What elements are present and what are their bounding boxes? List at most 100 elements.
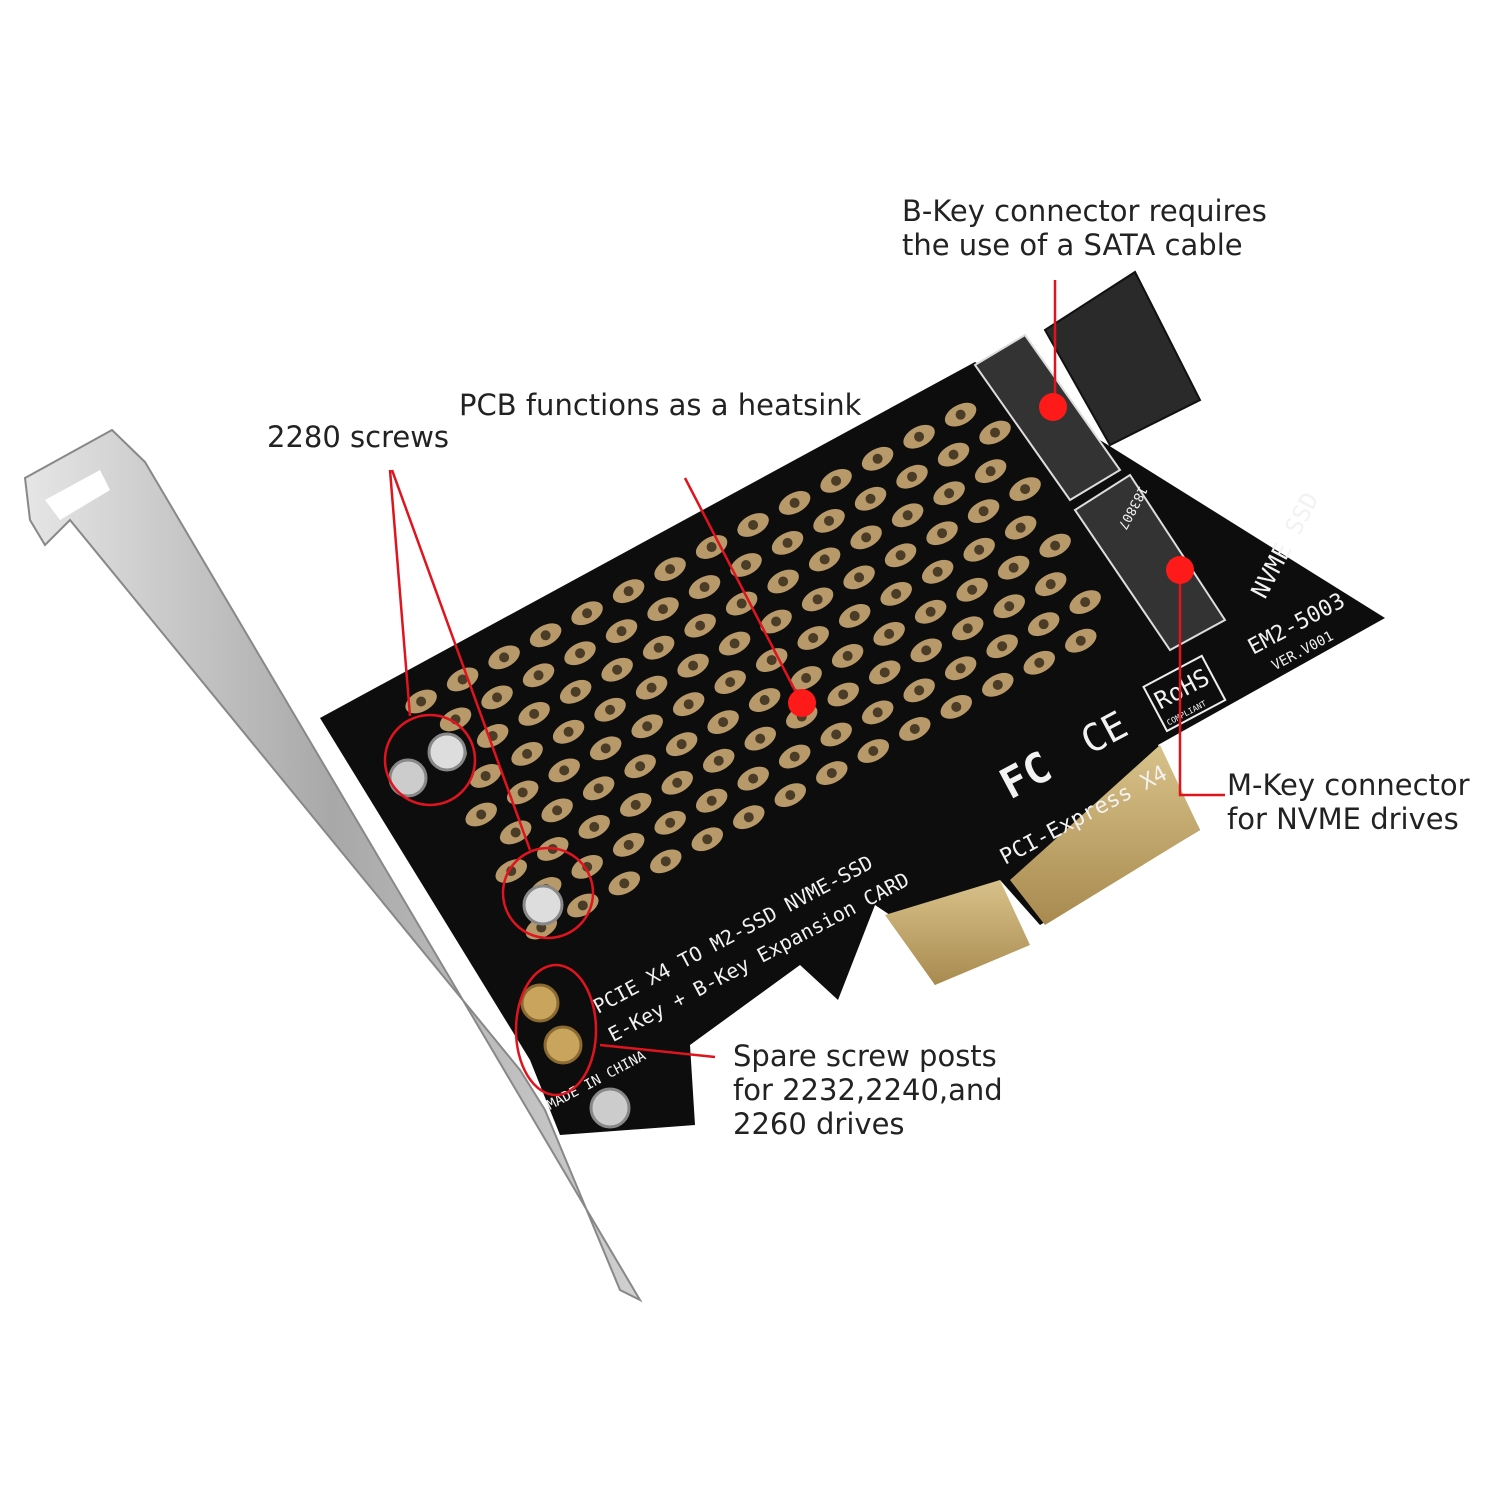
pad-hole xyxy=(759,695,770,706)
pad-hole xyxy=(741,559,752,570)
pad-hole xyxy=(695,620,706,631)
pad-hole xyxy=(718,717,729,728)
pad-hole xyxy=(729,638,740,649)
pad-hole xyxy=(552,805,563,816)
pad-hole xyxy=(582,861,593,872)
pad-hole xyxy=(416,696,427,707)
pad-hole xyxy=(1080,597,1091,608)
pad-hole xyxy=(932,566,943,577)
pad-hole xyxy=(522,748,533,759)
pad-hole xyxy=(997,641,1008,652)
gold-fingers xyxy=(1010,745,1200,925)
pad-hole xyxy=(736,598,747,609)
b-key-marker xyxy=(1039,393,1067,421)
screw xyxy=(589,1087,631,1129)
pad-hole xyxy=(743,812,754,823)
pad-hole xyxy=(713,755,724,766)
pad-hole xyxy=(992,679,1003,690)
pad-hole xyxy=(891,588,902,599)
pad-hole xyxy=(1004,601,1015,612)
pad-hole xyxy=(559,765,570,776)
pad-hole xyxy=(808,632,819,643)
callout-m-key: M-Key connector for NVME drives xyxy=(1227,768,1470,836)
pad-hole xyxy=(861,532,872,543)
pad-hole xyxy=(801,672,812,683)
pad-hole xyxy=(593,783,604,794)
pad-hole xyxy=(619,878,630,889)
pad-hole xyxy=(748,773,759,784)
pad-hole xyxy=(944,488,955,499)
pcb-board xyxy=(320,362,1385,1135)
pad-hole xyxy=(978,506,989,517)
callout-heatsink: PCB functions as a heatsink xyxy=(459,388,862,422)
pad-hole xyxy=(782,537,793,548)
pad-hole xyxy=(658,604,669,615)
pad-hole xyxy=(967,584,978,595)
pad-hole xyxy=(589,821,600,832)
pad-hole xyxy=(665,817,676,828)
pad-hole xyxy=(921,645,932,656)
callout-line: for 2232,2240,and xyxy=(733,1073,1003,1107)
pad-hole xyxy=(492,692,503,703)
pad-hole xyxy=(1045,579,1056,590)
callout-line: B-Key connector requires xyxy=(902,194,1267,228)
pad-hole xyxy=(789,751,800,762)
pad-hole xyxy=(706,542,717,553)
pad-hole xyxy=(865,493,876,504)
pad-hole xyxy=(990,427,1001,438)
pad-hole xyxy=(457,674,468,685)
pad-hole xyxy=(540,630,551,641)
pad-hole xyxy=(646,682,657,693)
pad-hole xyxy=(868,746,879,757)
pad-hole xyxy=(831,729,842,740)
pad-hole xyxy=(951,701,962,712)
pad-hole xyxy=(907,471,918,482)
pad-hole xyxy=(895,550,906,561)
annotation-lines xyxy=(383,280,1225,1097)
screw-post xyxy=(543,1025,583,1065)
pad-hole xyxy=(725,677,736,688)
pad-hole xyxy=(616,626,627,637)
pad-hole xyxy=(582,608,593,619)
pad-hole xyxy=(985,466,996,477)
pad-hole xyxy=(955,663,966,674)
screw xyxy=(388,758,428,798)
pad-hole xyxy=(962,623,973,634)
pad-hole xyxy=(937,528,948,539)
pad-hole xyxy=(665,564,676,575)
m-key-marker xyxy=(1166,556,1194,584)
m-key-slot xyxy=(1073,473,1227,652)
pad-hole xyxy=(635,761,646,772)
pad-hole xyxy=(533,670,544,681)
pad-hole xyxy=(683,699,694,710)
pad-hole xyxy=(755,733,766,744)
pad-hole xyxy=(1020,484,1031,495)
pad-hole xyxy=(1050,540,1061,551)
pad-hole xyxy=(854,572,865,583)
pad-hole xyxy=(660,856,671,867)
callout-line: 2260 drives xyxy=(733,1107,905,1141)
callout-line: for NVME drives xyxy=(1227,802,1459,836)
screw xyxy=(522,884,564,926)
pad-hole xyxy=(688,660,699,671)
callout-screws: 2280 screws xyxy=(267,420,450,454)
pad-hole xyxy=(706,795,717,806)
callout-line: M-Key connector xyxy=(1227,768,1470,802)
pad-hole xyxy=(676,739,687,750)
pad-hole xyxy=(925,606,936,617)
pad-hole xyxy=(1008,562,1019,573)
pad-hole xyxy=(771,616,782,627)
pad-hole xyxy=(838,689,849,700)
pad-hole xyxy=(974,544,985,555)
callout-line: Spare screw posts xyxy=(733,1039,997,1073)
callout-spare-posts: Spare screw posts for 2232,2240,and 2260… xyxy=(733,1039,1003,1141)
pad-hole xyxy=(577,900,588,911)
pad-hole xyxy=(563,726,574,737)
pad-hole xyxy=(506,866,517,877)
pad-hole xyxy=(872,707,883,718)
pad-hole xyxy=(879,667,890,678)
pad-hole xyxy=(476,809,487,820)
pad-hole xyxy=(789,497,800,508)
